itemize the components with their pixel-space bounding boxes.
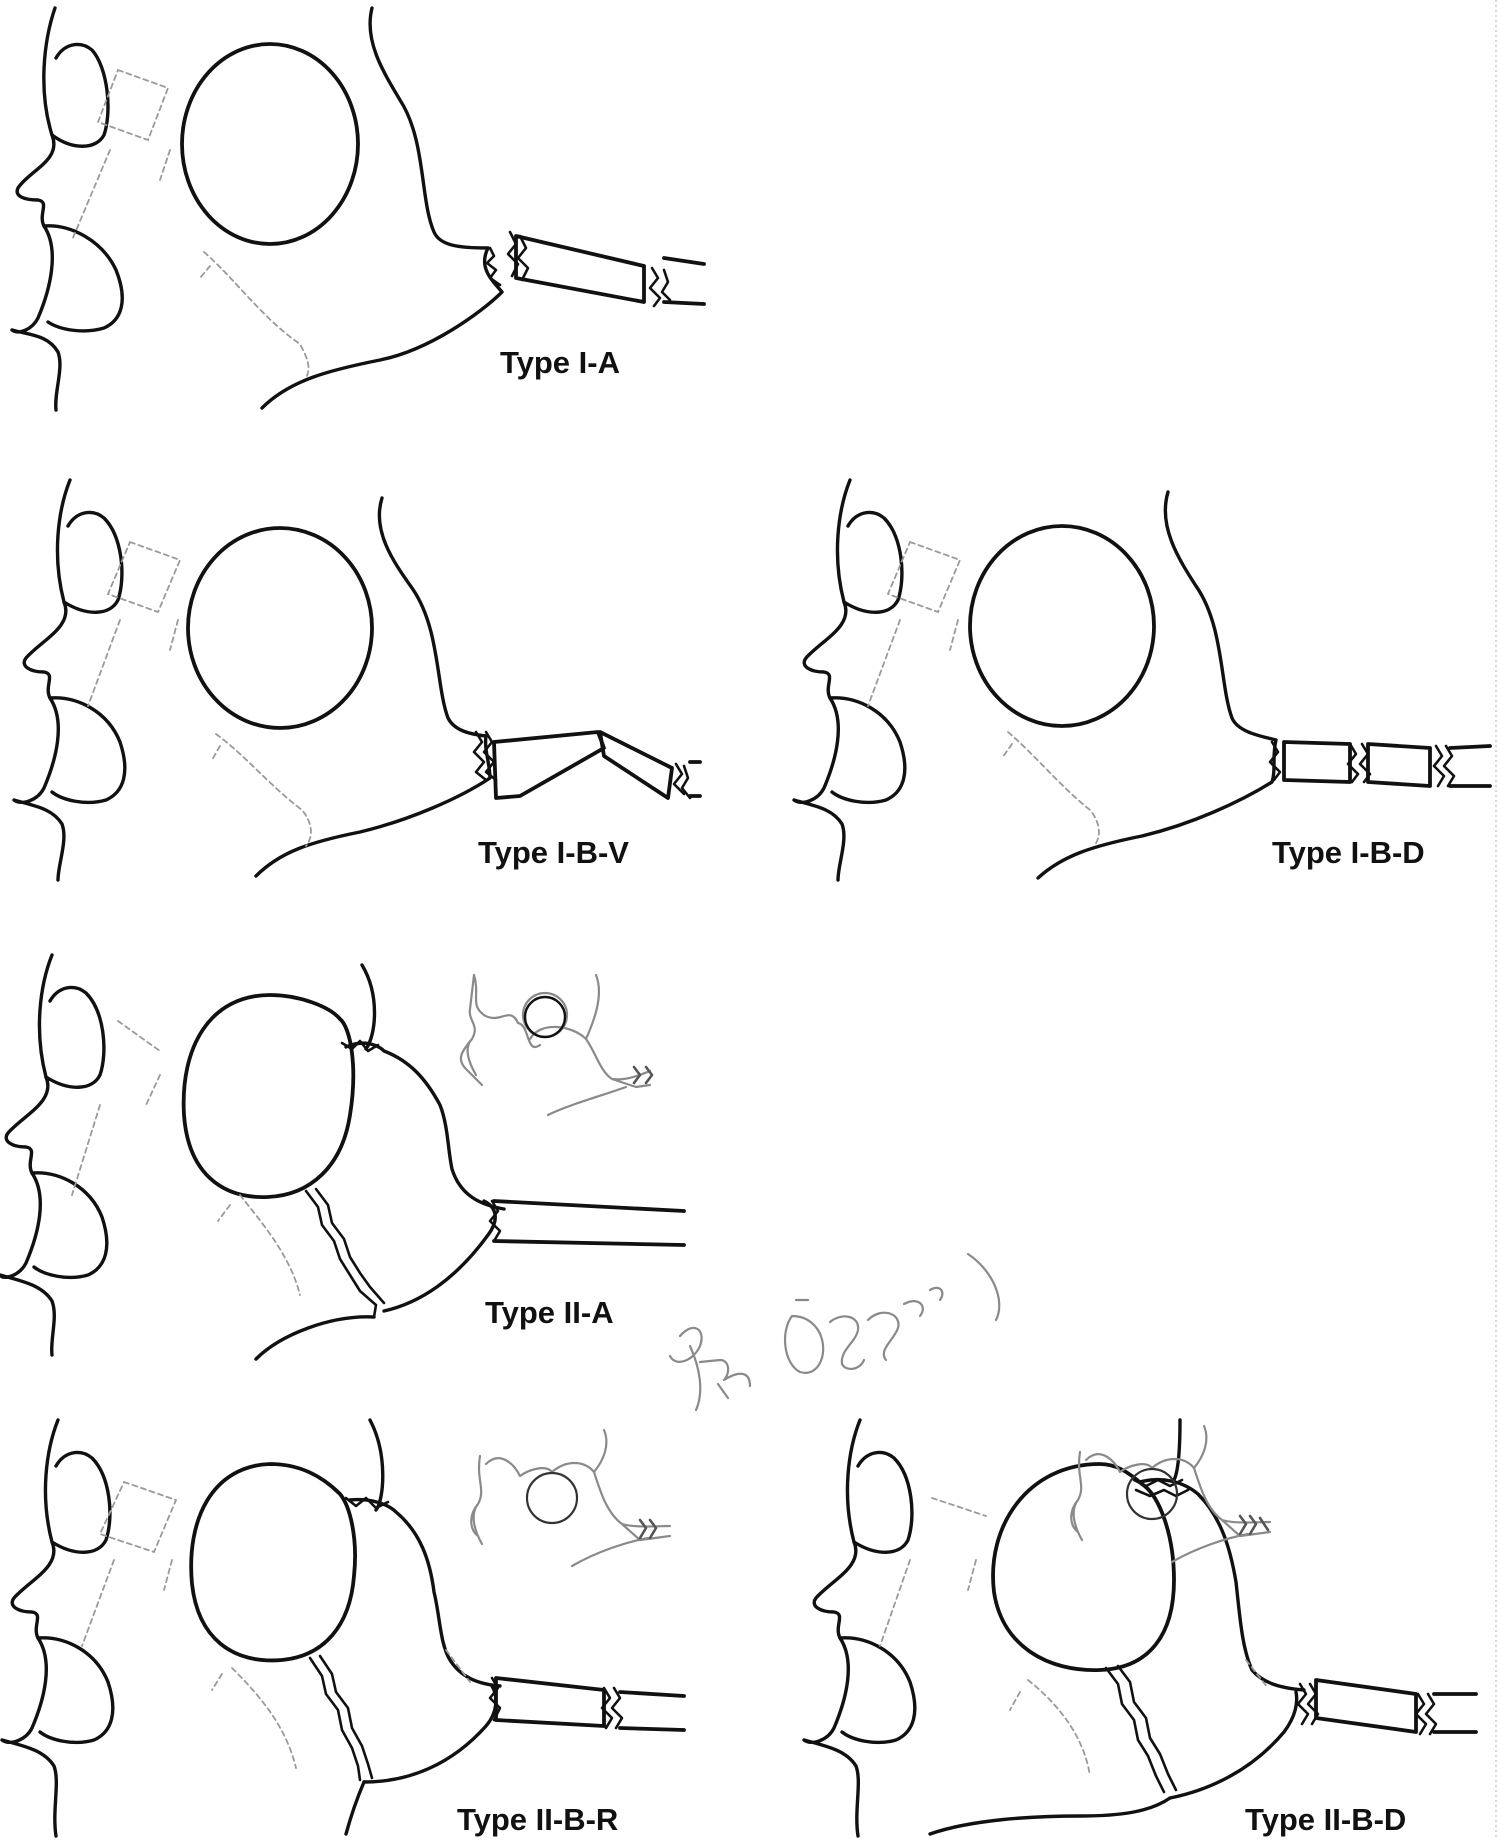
maxillary-outline <box>81 1480 178 1647</box>
arch-fracture-line-1 <box>472 730 498 782</box>
maxillary-outline <box>71 68 171 241</box>
panel-type-i-b-d: Type I-B-D <box>792 478 1492 882</box>
zygoma-frontal-process <box>344 963 506 1211</box>
panel-label: Type II-A <box>485 1295 614 1330</box>
orbit <box>189 1462 357 1663</box>
zygoma-body <box>254 496 492 878</box>
arch-posterior <box>1432 1692 1478 1734</box>
panel-label: Type II-B-R <box>457 1802 618 1837</box>
face-profile <box>10 6 124 412</box>
arch-fracture-line-1 <box>488 1676 502 1722</box>
infraorbital-fracture <box>1104 1664 1178 1794</box>
zygomatic-arch-segment <box>514 234 646 304</box>
face-profile <box>12 478 127 882</box>
panel-label: Type I-B-V <box>478 835 629 870</box>
panel-type-ii-a: Type II-A <box>0 953 686 1361</box>
inset-sketch <box>470 1428 672 1568</box>
arch-fracture-line-2 <box>506 230 530 282</box>
zygoma-body <box>1036 490 1278 880</box>
arch-fracture-line-2 <box>600 1686 624 1730</box>
arch-segment-2 <box>1366 742 1432 788</box>
maxilla-lower <box>344 1780 366 1836</box>
inset-sketch <box>1070 1424 1272 1564</box>
panel-type-ii-b-r: Type II-B-R <box>0 1418 686 1838</box>
zygomatic-arch <box>492 1199 686 1247</box>
arch-segment-left <box>492 730 606 800</box>
inset-sketch <box>459 973 654 1117</box>
panel-label: Type II-B-D <box>1245 1802 1406 1837</box>
zygoma-body <box>260 6 504 410</box>
arch-posterior <box>618 1690 686 1732</box>
maxillary-outline <box>87 540 182 707</box>
arch-segment-right <box>598 730 674 800</box>
arch-fracture-line-2 <box>1414 1692 1438 1736</box>
maxillary-outline <box>879 1497 987 1647</box>
zygoma-frontal-process <box>348 1418 502 1688</box>
zygomatic-arch-segment <box>494 1676 606 1728</box>
zygoma-lower-border <box>382 1199 497 1313</box>
infraorbital-fracture <box>304 1187 386 1319</box>
panel-type-i-b-v: Type I-B-V <box>12 478 702 882</box>
frontozygomatic-fracture <box>344 1496 390 1510</box>
panel-label: Type I-A <box>500 345 620 380</box>
arch-fracture-line-1 <box>1268 740 1282 782</box>
orbit <box>180 42 360 246</box>
zygoma-lower-border <box>1168 1690 1299 1800</box>
fracture-trace <box>199 251 310 379</box>
zygomatic-arch-segment <box>1314 1678 1418 1734</box>
arch-fracture-line <box>488 1199 502 1243</box>
maxillary-outline <box>867 540 962 707</box>
arch-posterior <box>662 256 706 306</box>
face-profile <box>0 1418 115 1838</box>
maxilla-lower <box>928 1796 1172 1836</box>
fracture-trace <box>1001 731 1100 847</box>
face-profile <box>792 478 907 882</box>
arch-posterior <box>688 760 702 798</box>
panel-type-i-a: Type I-A <box>10 6 706 412</box>
panel-label: Type I-B-D <box>1272 835 1425 870</box>
orbit <box>968 524 1156 728</box>
arch-segment-1 <box>1282 740 1352 784</box>
arch-posterior <box>1448 744 1492 788</box>
maxilla-lower <box>254 1315 376 1361</box>
infraorbital-fracture <box>308 1654 374 1782</box>
fracture-trace <box>217 1194 301 1296</box>
panel-type-ii-b-d: Type II-B-D <box>802 1418 1478 1838</box>
fracture-trace <box>1009 1659 1269 1777</box>
frontozygomatic-fracture <box>340 1039 380 1053</box>
orbit <box>186 526 374 730</box>
arch-fracture-line-3 <box>1432 744 1456 788</box>
zygoma-lower-border <box>362 1684 498 1784</box>
fracture-trace <box>211 733 312 847</box>
face-profile <box>802 1418 917 1838</box>
handwritten-signature <box>668 1252 1001 1412</box>
arch-fracture-line-2 <box>672 762 692 800</box>
face-profile <box>0 953 109 1357</box>
orbit <box>181 993 356 1199</box>
fracture-trace <box>211 1649 471 1769</box>
maxillary-outline <box>71 1020 161 1196</box>
arch-fracture-line-1 <box>485 246 502 287</box>
arch-fracture-line-3 <box>648 266 672 308</box>
